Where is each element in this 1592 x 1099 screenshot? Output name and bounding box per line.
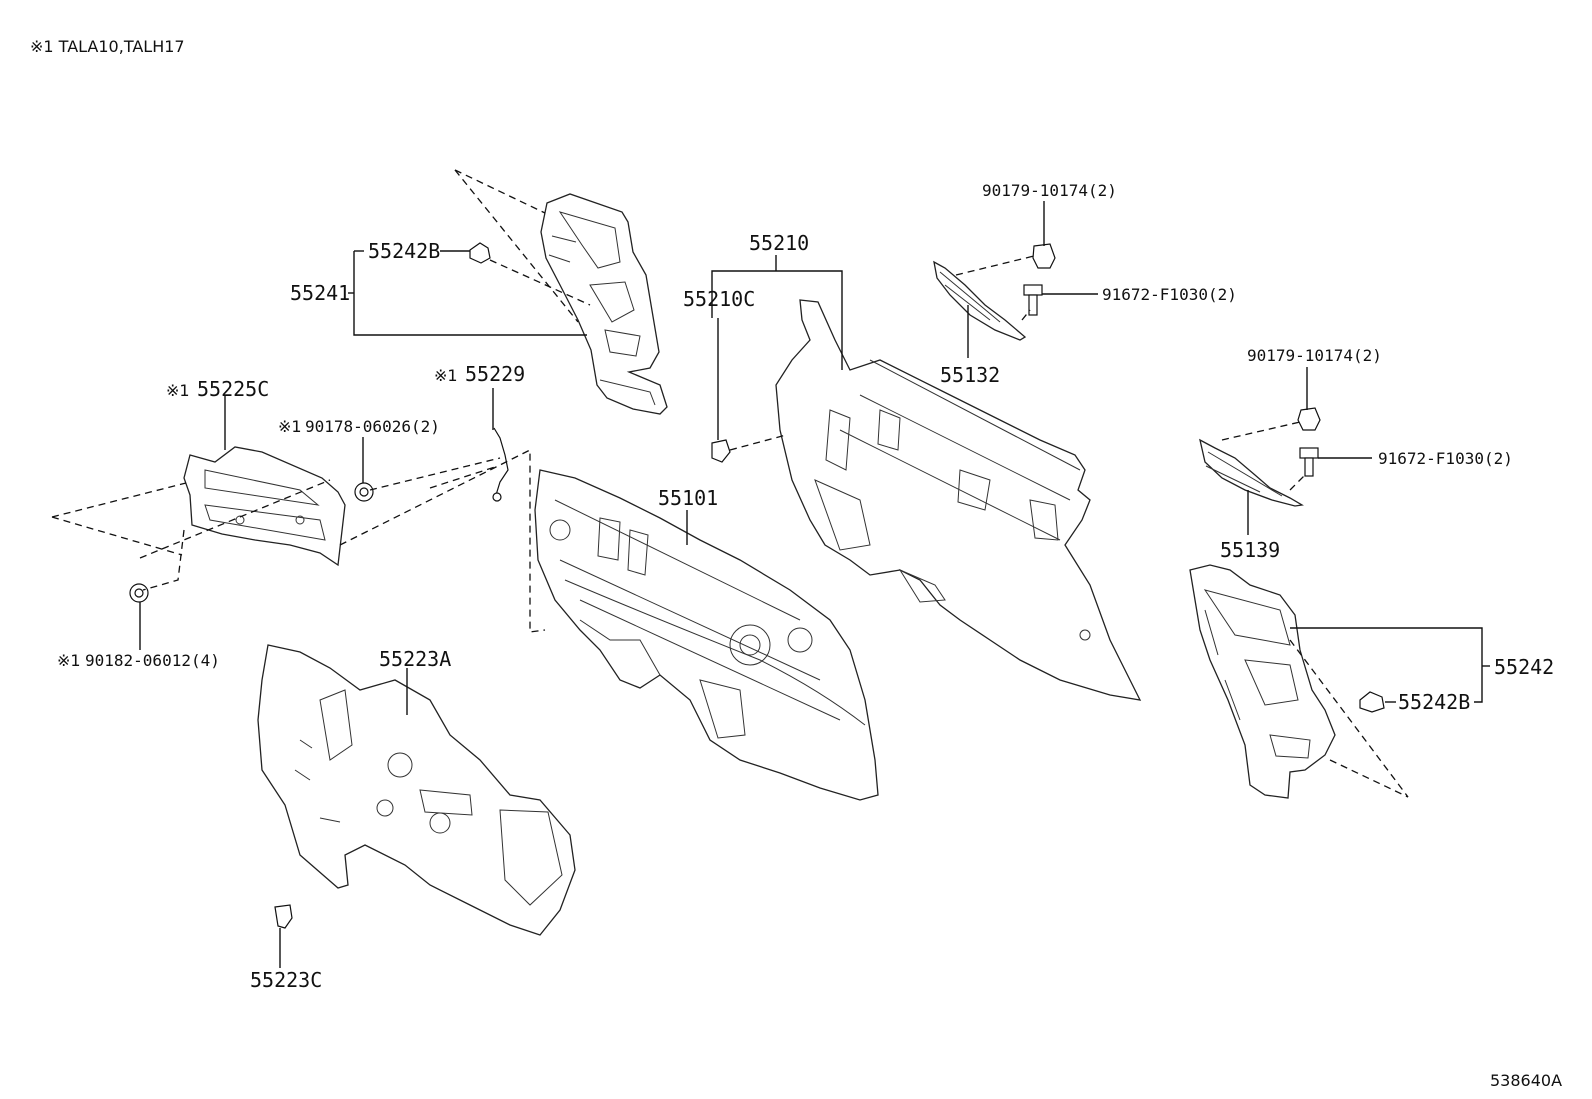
clip-55242B-right-icon: [1359, 691, 1385, 713]
label-55241: 55241: [290, 281, 350, 305]
label-55223A: 55223A: [379, 647, 451, 671]
label-90179-bottom: 90179-10174(2): [1247, 346, 1382, 365]
part-55210-shape: [775, 299, 1142, 701]
label-55229: 55229: [465, 362, 525, 386]
label-55223C: 55223C: [250, 968, 322, 992]
label-55210: 55210: [749, 231, 809, 255]
assembly-dashed-lines: [51, 169, 1409, 798]
label-55139: 55139: [1220, 538, 1280, 562]
clip-55210C-icon: [711, 439, 731, 463]
marker-55225C: ※1: [166, 381, 190, 400]
label-55242B-right: 55242B: [1398, 690, 1470, 714]
part-55242-shape: [1189, 564, 1336, 799]
clip-55229-icon: [492, 427, 509, 502]
marker-90178: ※1: [278, 417, 302, 436]
clip-55242B-left-icon: [469, 242, 491, 264]
label-90178: 90178-06026(2): [305, 417, 440, 436]
part-55132-shape: [933, 260, 1027, 341]
label-55242B-left: 55242B: [368, 239, 440, 263]
leader-lines: [139, 201, 1490, 968]
bolt-91672-bottom-icon: [1299, 447, 1319, 477]
bolt-91672-top-icon: [1023, 284, 1043, 316]
part-55241-shape: [540, 193, 668, 415]
nut-90182-icon: [129, 583, 149, 603]
part-55225C-shape: [183, 446, 346, 567]
label-91672-bottom: 91672-F1030(2): [1378, 449, 1513, 468]
part-55223A-shape: [257, 644, 576, 936]
nut-90179-top-icon: [1032, 243, 1056, 269]
clip-55223C-icon: [274, 904, 293, 929]
marker-90182: ※1: [57, 651, 81, 670]
label-90182: 90182-06012(4): [85, 651, 220, 670]
label-90179-top: 90179-10174(2): [982, 181, 1117, 200]
label-55242: 55242: [1494, 655, 1554, 679]
label-91672-top: 91672-F1030(2): [1102, 285, 1237, 304]
label-55132: 55132: [940, 363, 1000, 387]
nut-90178-icon: [354, 482, 374, 502]
part-55139-shape: [1199, 438, 1304, 507]
part-55101-shape: [534, 469, 879, 801]
label-55101: 55101: [658, 486, 718, 510]
label-55225C: 55225C: [197, 377, 269, 401]
label-55210C: 55210C: [683, 287, 755, 311]
drawing-number: 538640A: [1490, 1071, 1562, 1090]
header-note: ※1 TALA10,TALH17: [30, 37, 185, 56]
nut-90179-bottom-icon: [1297, 407, 1321, 431]
marker-55229: ※1: [434, 366, 458, 385]
